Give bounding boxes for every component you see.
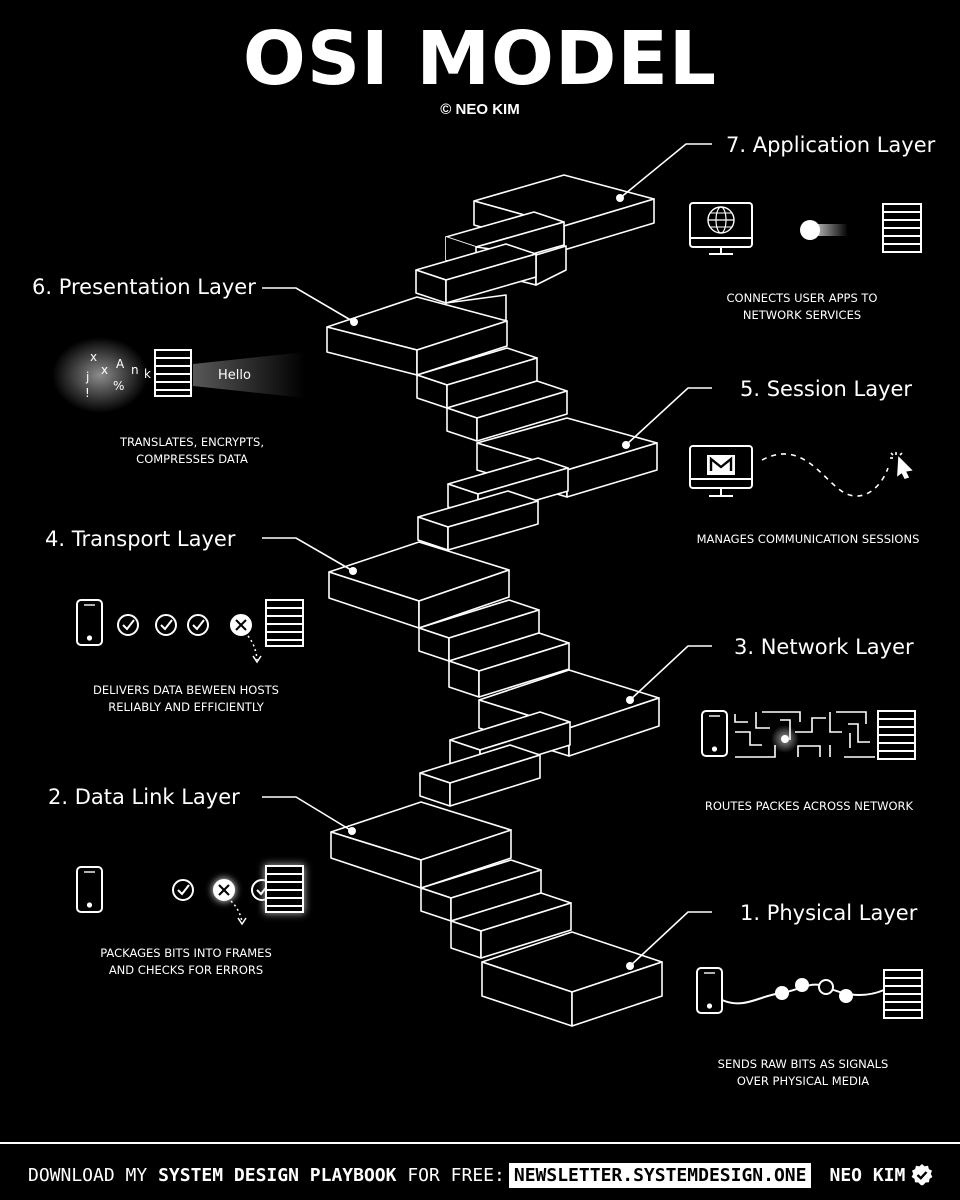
mail-monitor-icon — [689, 445, 753, 497]
smartphone-icon — [701, 710, 728, 757]
scrambled-char: A — [116, 357, 125, 371]
scrambled-char: % — [113, 379, 124, 393]
layer-title-physical: 1. Physical Layer — [740, 901, 918, 925]
session-illustration — [689, 445, 913, 497]
layer-desc-presentation: TRANSLATES, ENCRYPTS, COMPRESSES DATA — [120, 435, 264, 466]
server-rack-icon — [877, 710, 916, 760]
check-circle-icon — [155, 614, 177, 636]
x-circle-icon — [213, 879, 235, 901]
landing-transport — [328, 541, 510, 629]
scrambled-characters: x A j x n k % ! — [85, 350, 151, 400]
data-comet-icon — [800, 220, 848, 240]
scrambled-char: j — [85, 370, 89, 384]
presentation-illustration: x A j x n k % ! Hello — [52, 337, 305, 413]
page-title: OSI MODEL — [242, 16, 718, 102]
check-circle-icon — [172, 879, 194, 901]
leader-dots — [348, 194, 634, 970]
footer-divider — [0, 1142, 960, 1144]
scrambled-char: ! — [85, 386, 90, 400]
steps-4-3b — [448, 632, 570, 698]
footer-banner: DOWNLOAD MY SYSTEM DESIGN PLAYBOOK FOR F… — [28, 1160, 934, 1190]
physical-illustration — [696, 967, 923, 1019]
steps-6-7c — [415, 243, 537, 304]
scrambled-char: x — [90, 350, 97, 364]
server-rack-icon — [883, 969, 923, 1019]
check-circle-icon — [117, 614, 139, 636]
steps-2-1a — [420, 859, 542, 922]
smartphone-icon — [76, 866, 103, 913]
layer-desc-application: CONNECTS USER APPS TO NETWORK SERVICES — [726, 291, 878, 322]
layer-title-network: 3. Network Layer — [734, 635, 914, 659]
layer-title-presentation: 6. Presentation Layer — [32, 275, 256, 299]
footer-prefix: DOWNLOAD MY — [28, 1164, 148, 1186]
server-rack-icon — [154, 349, 192, 397]
footer-suffix: FOR FREE: — [407, 1164, 505, 1186]
smartphone-icon — [696, 967, 723, 1014]
retry-arrow — [230, 900, 243, 923]
landing-datalink — [330, 801, 512, 889]
check-circle-icon — [187, 614, 209, 636]
steps-2-1b — [450, 892, 572, 959]
footer-playbook: SYSTEM DESIGN PLAYBOOK — [158, 1164, 397, 1186]
scrambled-char: x — [101, 363, 108, 377]
layer-desc-datalink: PACKAGES BITS INTO FRAMES AND CHECKS FOR… — [100, 946, 272, 977]
verified-badge-icon — [911, 1164, 933, 1186]
smartphone-icon — [76, 599, 103, 646]
server-rack-icon — [265, 599, 304, 647]
layer-desc-network: ROUTES PACKES ACROSS NETWORK — [704, 799, 914, 813]
datalink-illustration — [76, 865, 304, 926]
decoded-text: Hello — [218, 368, 251, 383]
x-circle-icon — [230, 614, 252, 636]
steps-5-4b — [417, 490, 539, 551]
application-illustration — [689, 202, 922, 255]
globe-monitor-icon — [689, 202, 753, 255]
steps-6-5b — [446, 380, 568, 442]
click-cursor-icon — [890, 452, 913, 479]
layer-title-application: 7. Application Layer — [726, 133, 936, 157]
session-path — [761, 453, 889, 497]
leader-lines — [262, 143, 712, 967]
server-rack-icon — [265, 865, 304, 913]
steps-3-2b — [419, 744, 541, 807]
layer-title-session: 5. Session Layer — [740, 377, 913, 401]
layer-desc-physical: SENDS RAW BITS AS SIGNALS OVER PHYSICAL … — [717, 1057, 889, 1088]
landing-presentation — [326, 296, 508, 376]
steps-4-3a — [418, 599, 540, 662]
network-illustration — [701, 710, 916, 760]
newsletter-link[interactable]: NEWSLETTER.SYSTEMDESIGN.ONE — [508, 1162, 812, 1188]
layer-desc-session: MANAGES COMMUNICATION SESSIONS — [696, 532, 920, 546]
layer-desc-transport: DELIVERS DATA BEWEEN HOSTS RELIABLY AND … — [93, 683, 279, 714]
layer-title-transport: 4. Transport Layer — [45, 527, 236, 551]
scrambled-char: k — [144, 367, 151, 381]
footer-author: NEO KIM — [829, 1164, 906, 1186]
copyright-credit: © NEO KIM — [440, 101, 520, 118]
maze-route-icon — [734, 711, 875, 758]
server-rack-icon — [882, 203, 922, 253]
scrambled-char: n — [131, 363, 139, 377]
landing-physical — [481, 931, 663, 1027]
layer-title-datalink: 2. Data Link Layer — [48, 785, 240, 809]
staircase — [326, 174, 663, 1027]
transport-illustration — [76, 599, 304, 664]
